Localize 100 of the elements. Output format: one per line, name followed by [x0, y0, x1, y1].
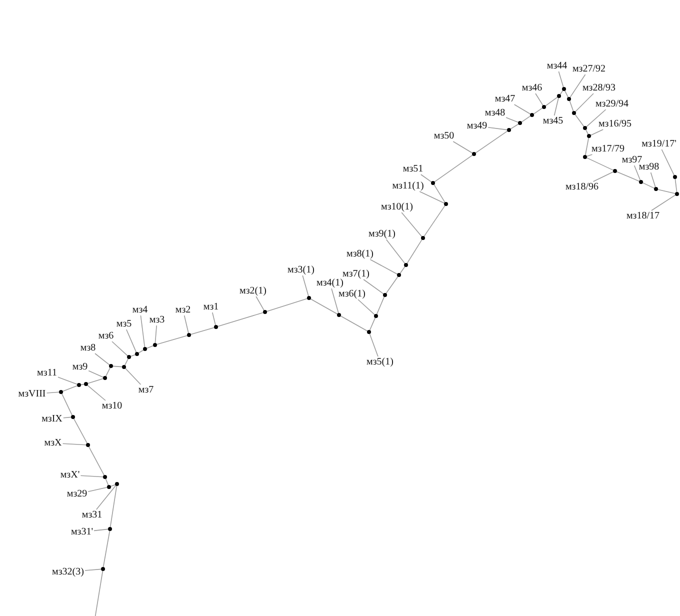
survey-point — [59, 390, 63, 394]
survey-point — [103, 376, 107, 380]
leader-line — [358, 299, 375, 315]
leader-line — [590, 129, 604, 136]
leader-line — [558, 71, 564, 88]
leader-line — [140, 315, 146, 348]
point-label: мз5(1) — [366, 356, 394, 368]
traverse-line — [434, 154, 473, 182]
leader-line — [661, 149, 674, 176]
leader-line — [401, 212, 422, 237]
leader-line — [369, 334, 378, 357]
survey-point — [572, 111, 576, 115]
survey-point — [654, 187, 658, 191]
survey-point — [530, 113, 534, 117]
leader-line — [592, 172, 614, 182]
survey-point — [444, 202, 448, 206]
survey-point — [107, 485, 111, 489]
point-label: мз18/96 — [565, 182, 599, 192]
leader-line — [575, 93, 594, 112]
traverse-line — [521, 116, 531, 122]
leader-line — [586, 154, 593, 157]
survey-point — [675, 192, 679, 196]
traverse-line — [156, 335, 188, 345]
survey-point — [567, 97, 571, 101]
traverse-line — [88, 446, 104, 476]
traverse-line — [110, 484, 116, 487]
point-label: мз7 — [138, 384, 154, 396]
traverse-line — [510, 124, 519, 130]
traverse-line — [369, 317, 376, 331]
survey-point — [562, 87, 566, 91]
leader-line — [87, 384, 106, 401]
survey-point — [613, 169, 617, 173]
leader-line — [80, 475, 104, 478]
point-label: мз50 — [434, 130, 454, 142]
leader-line — [125, 368, 142, 385]
survey-point — [143, 347, 147, 351]
point-label: мз11(1) — [392, 180, 424, 192]
traverse-line — [376, 296, 385, 315]
point-label: мз49 — [466, 120, 488, 132]
point-label: мз8(1) — [346, 248, 374, 260]
traverse-line — [545, 96, 558, 106]
point-label: мз10 — [102, 400, 122, 412]
point-label: мз4(1) — [316, 278, 344, 288]
survey-point — [86, 443, 90, 447]
point-label: мз48 — [484, 108, 506, 118]
leader-line — [535, 93, 544, 106]
point-label: мз7(1) — [342, 268, 370, 280]
point-label: мз19/17' — [642, 138, 676, 150]
leader-line — [84, 568, 102, 571]
leader-line — [94, 353, 110, 366]
point-label: мз29/94 — [595, 98, 629, 110]
traverse-line — [88, 378, 104, 384]
survey-point — [431, 181, 435, 185]
leader-line — [650, 172, 656, 188]
leader-line — [46, 392, 60, 394]
traverse-line — [94, 570, 104, 616]
point-label: мз1 — [203, 302, 219, 312]
traverse-line — [146, 345, 154, 349]
survey-point — [307, 296, 311, 300]
traverse-line — [130, 354, 136, 357]
traverse-line — [112, 366, 122, 368]
survey-point — [557, 94, 561, 98]
traverse-line — [340, 316, 368, 332]
point-label: мз18/17 — [626, 210, 660, 222]
leader-line — [419, 191, 445, 204]
point-label: мз27/92 — [572, 64, 606, 74]
traverse-line — [190, 327, 214, 335]
survey-point — [153, 343, 157, 347]
leader-line — [370, 259, 398, 274]
point-label: мз44 — [546, 60, 568, 72]
point-label: мз6 — [98, 330, 114, 342]
leader-line — [63, 416, 72, 418]
survey-point — [472, 152, 476, 156]
leader-line — [256, 296, 264, 311]
leader-line — [331, 288, 339, 314]
leader-line — [420, 174, 432, 182]
leader-line — [96, 485, 116, 510]
leader-line — [302, 275, 309, 296]
traverse-line — [80, 384, 84, 386]
survey-point — [518, 121, 522, 125]
leader-line — [570, 74, 586, 98]
leader-line — [88, 370, 104, 378]
point-label: мз6(1) — [338, 288, 366, 300]
point-label: мз10(1) — [381, 202, 413, 212]
leader-line — [386, 239, 406, 264]
point-label: мз28/93 — [582, 82, 616, 94]
leader-line — [651, 194, 676, 211]
leader-line — [58, 376, 78, 385]
survey-point — [108, 527, 112, 531]
leader-line — [634, 165, 641, 180]
point-label: мз8 — [80, 342, 96, 354]
point-label: мз46 — [522, 82, 542, 94]
leader-line — [184, 315, 189, 334]
leader-line — [452, 141, 473, 154]
point-label: мз9(1) — [368, 228, 396, 240]
traverse-line — [569, 100, 574, 112]
point-label: мз9 — [72, 362, 88, 372]
traverse-line — [674, 178, 678, 192]
survey-point — [109, 364, 113, 368]
traverse-line — [406, 239, 422, 264]
